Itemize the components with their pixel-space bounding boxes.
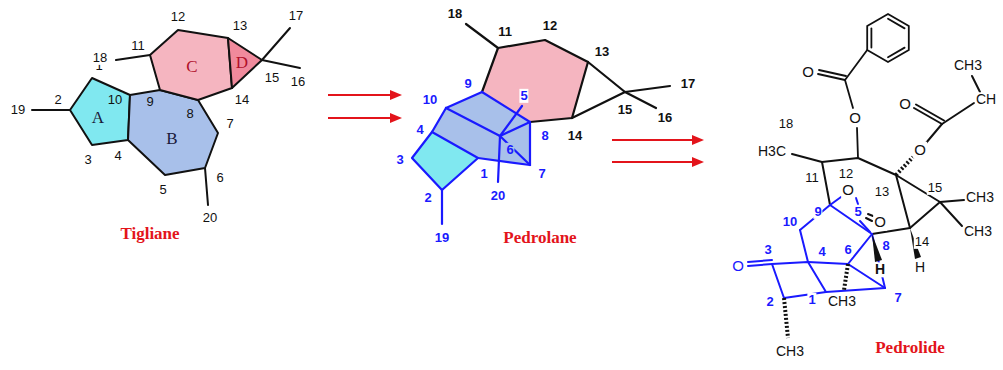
atom-label: CH [975,92,997,107]
ring-region: A [70,78,130,145]
ring-letter: A [92,109,104,126]
atom-number: 4 [113,149,122,163]
atom-label: CH3 [775,344,805,359]
atom-number: 8 [185,107,194,121]
ring-letter: B [166,130,177,147]
compound-name: Pedrolane [502,229,577,248]
atom-number: 17 [680,77,696,91]
atom-number: 13 [874,185,890,199]
atom-number: 10 [782,215,798,229]
atom-label: H [874,262,886,277]
atom-label: CH3 [953,58,983,73]
atom-number: 5 [519,89,528,103]
atom-label: O [873,214,887,231]
atom-number: 20 [202,211,218,225]
ring-region: D [228,38,262,88]
atom-number: 17 [288,9,304,23]
ring-region: C [150,30,232,100]
atom-number: 6 [843,243,852,257]
atom-number: 14 [234,93,250,107]
atom-number: 11 [497,25,513,39]
atom-label: O [898,96,912,113]
atom-number: 9 [463,77,472,91]
ring-letter: C [186,58,197,75]
atom-number: 14 [567,129,583,143]
atom-number: 4 [817,245,826,259]
atom-number: 2 [765,295,774,309]
atom-number: 7 [537,167,546,181]
atom-number: 19 [10,103,26,117]
atom-label: O [731,258,745,275]
atom-number: 12 [838,167,854,181]
atom-number: 11 [804,171,820,185]
atom-number: 1 [807,293,816,307]
atom-number: 15 [927,181,943,195]
atom-number: 4 [415,123,424,137]
atom-label: O [801,64,815,81]
atom-number: 8 [881,239,890,253]
atom-number: 6 [505,143,514,157]
atom-number: 9 [145,95,154,109]
atom-number: 11 [130,39,146,53]
atom-number: 5 [853,205,862,219]
atom-number: 18 [92,51,108,65]
atom-number: 3 [395,153,404,167]
atom-number: 2 [423,191,432,205]
atom-number: 7 [225,117,234,131]
compound-name: Tigliane [119,225,180,244]
atom-number: 18 [778,117,794,131]
compound-name: Pedrolide [874,339,946,358]
atom-number: 16 [290,75,306,89]
ring-region: B [128,90,218,175]
atom-label: H [914,260,926,275]
atom-number: 13 [232,19,248,33]
ring-letter: D [236,54,248,71]
atom-label: CH3 [963,224,993,239]
atom-number: 18 [447,7,463,21]
atom-number: 13 [594,45,610,59]
atom-number: 20 [490,189,506,203]
atom-number: 19 [434,231,450,245]
atom-number: 3 [83,153,92,167]
atom-number: 15 [264,71,280,85]
atom-number: 16 [657,111,673,125]
atom-number: 14 [914,235,930,249]
atom-number: 7 [893,291,902,305]
atom-number: 10 [107,93,123,107]
atom-number: 5 [158,183,167,197]
atom-number: 10 [422,93,438,107]
atom-number: 1 [479,167,488,181]
atom-number: 15 [617,103,633,117]
atom-label: O [848,110,862,127]
atom-label: O [913,142,927,159]
atom-label: CH3 [827,294,857,309]
atom-number: 2 [53,93,62,107]
atom-label: CH3 [965,190,995,205]
atom-number: 3 [763,243,772,257]
atom-number: 6 [215,171,224,185]
atom-number: 8 [540,129,549,143]
atom-number: 12 [170,10,186,24]
atom-number: 12 [542,19,558,33]
atom-label: H3C [757,144,787,159]
atom-label: O [841,182,855,199]
atom-number: 9 [813,205,822,219]
